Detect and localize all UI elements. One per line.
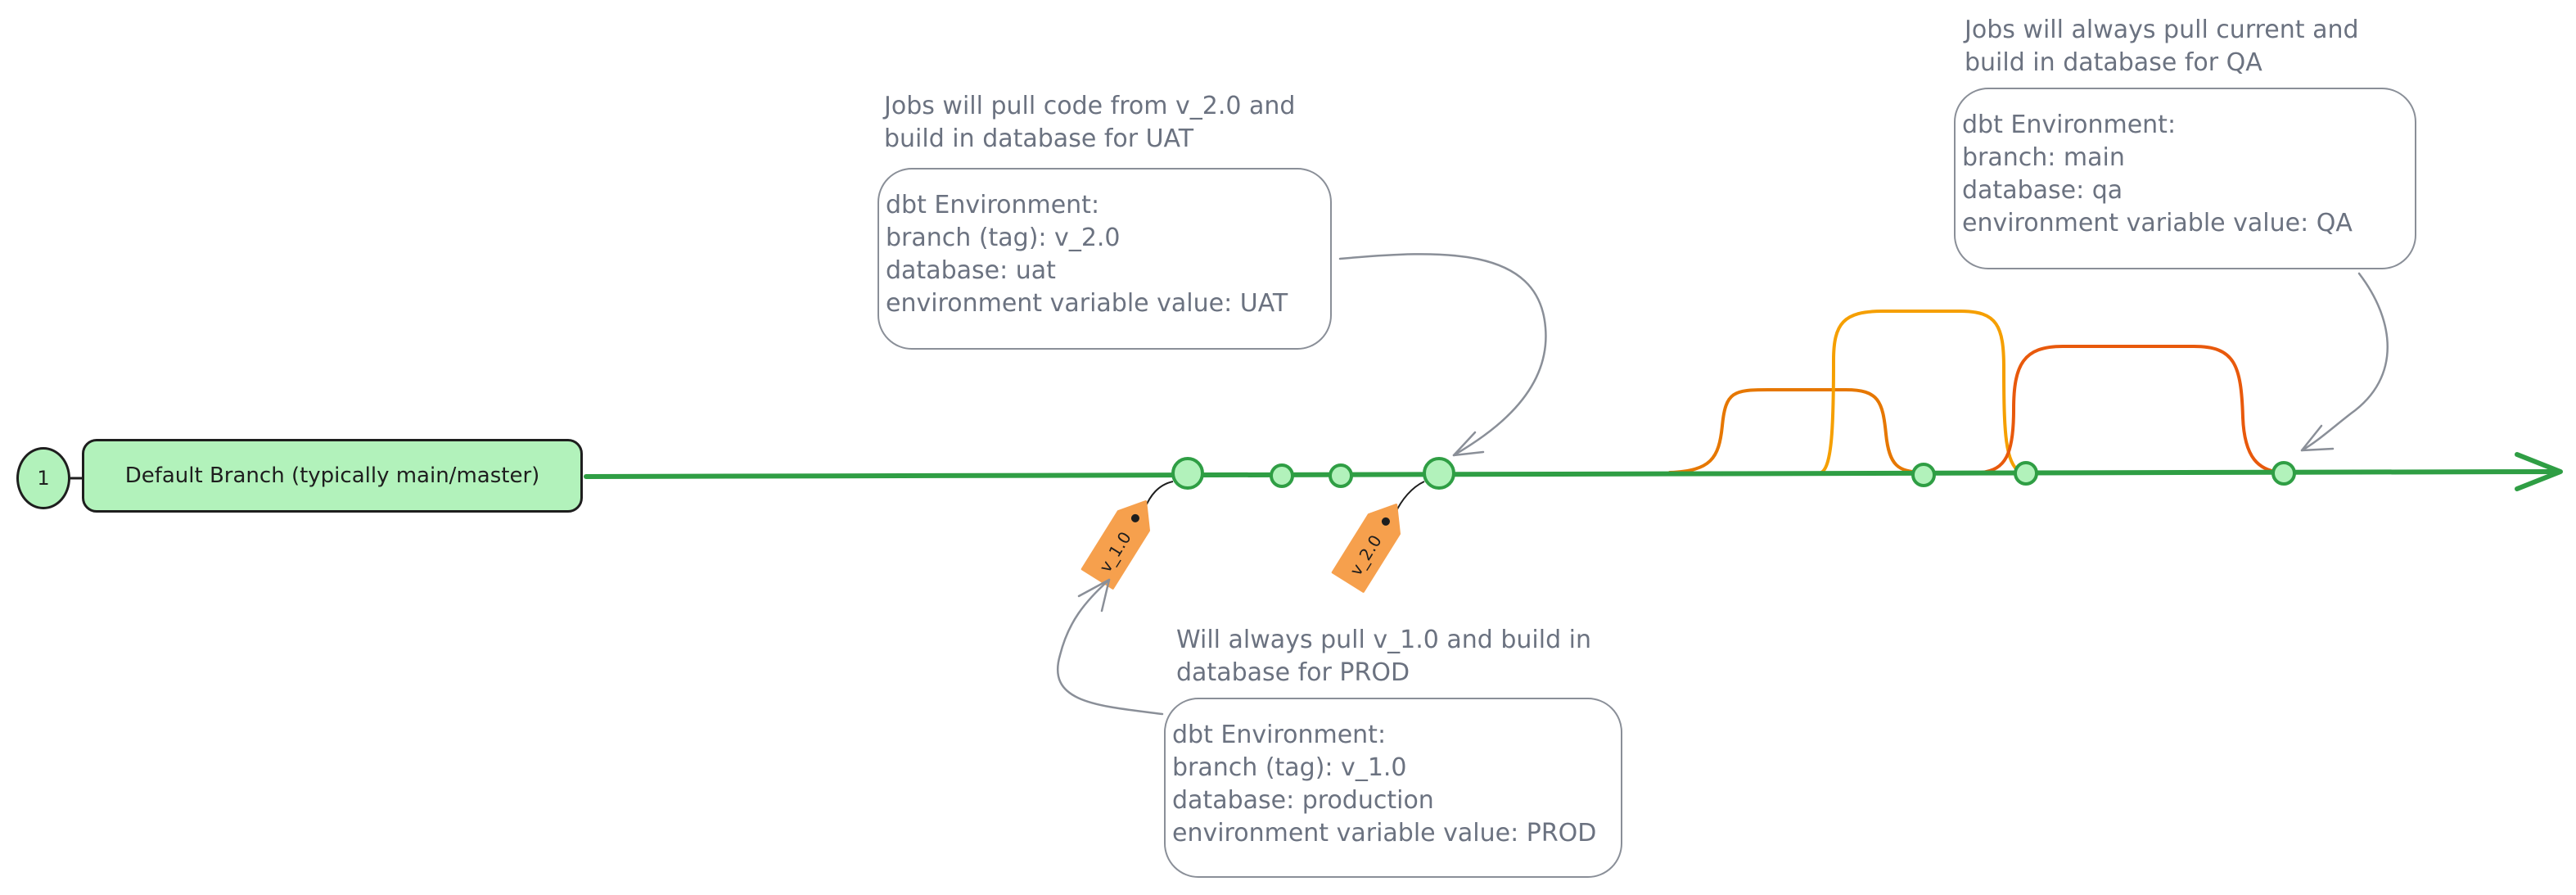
- uat-caption-line: Jobs will pull code from v_2.0 and: [884, 92, 1296, 120]
- uat-annotation-arrowhead: [1452, 431, 1485, 457]
- commit-node-v2: [1423, 457, 1455, 490]
- tag-v1-hole: [1130, 513, 1139, 522]
- tag-v2-shape: [1331, 504, 1401, 593]
- commit-node: [1270, 463, 1294, 488]
- qa-env-line: database: qa: [1962, 176, 2123, 205]
- qa-env-line: dbt Environment:: [1962, 111, 2177, 139]
- branch-number: 1: [37, 467, 50, 490]
- uat-env-line: dbt Environment:: [886, 191, 1100, 219]
- tag-string-v2: [1394, 481, 1425, 515]
- prod-env-line: dbt Environment:: [1172, 721, 1387, 749]
- qa-caption-line: Jobs will always pull current and: [1965, 16, 2359, 44]
- uat-annotation-arrow: [1338, 253, 1547, 457]
- qa-caption-line: build in database for QA: [1965, 48, 2262, 77]
- commit-node-v1: [1171, 457, 1204, 490]
- uat-env-line: branch (tag): v_2.0: [886, 224, 1121, 252]
- prod-env-line: database: production: [1172, 786, 1434, 815]
- commit-node: [1911, 463, 1936, 487]
- tag-v2-hole: [1381, 517, 1390, 526]
- qa-environment-box: dbt Environment: branch: main database: …: [1954, 88, 2416, 269]
- tag-v2: v_2.0: [1331, 504, 1401, 593]
- uat-caption: Jobs will pull code from v_2.0 and build…: [884, 90, 1295, 156]
- uat-caption-line: build in database for UAT: [884, 124, 1194, 153]
- commit-node-latest: [2271, 461, 2296, 486]
- commit-node: [1329, 463, 1353, 488]
- branch-number-badge: 1: [16, 447, 70, 509]
- uat-env-line: database: uat: [886, 256, 1056, 285]
- main-branch-arrowhead: [2515, 452, 2563, 491]
- qa-caption: Jobs will always pull current and build …: [1965, 14, 2359, 79]
- tag-v1: v_1.0: [1080, 500, 1150, 590]
- prod-caption-line: Will always pull v_1.0 and build in: [1176, 626, 1591, 654]
- default-branch-label: Default Branch (typically main/master): [124, 463, 540, 488]
- prod-caption-line: database for PROD: [1176, 658, 1410, 687]
- prod-env-line: branch (tag): v_1.0: [1172, 753, 1407, 782]
- default-branch-box: Default Branch (typically main/master): [82, 439, 583, 513]
- feature-branch-curve-2: [1820, 310, 2022, 474]
- qa-annotation-arrow: [2300, 272, 2389, 452]
- prod-annotation-arrow: [1057, 578, 1164, 716]
- commit-node: [2014, 461, 2038, 486]
- qa-env-line: branch: main: [1962, 143, 2125, 172]
- feature-branch-curve-3: [1979, 345, 2281, 474]
- uat-environment-box: dbt Environment: branch (tag): v_2.0 dat…: [877, 168, 1332, 350]
- prod-annotation-arrowhead: [1077, 578, 1111, 612]
- feature-branch-curve-1: [1668, 388, 1921, 474]
- prod-caption: Will always pull v_1.0 and build in data…: [1176, 624, 1591, 689]
- qa-annotation-arrowhead: [2300, 424, 2335, 452]
- prod-environment-box: dbt Environment: branch (tag): v_1.0 dat…: [1164, 698, 1622, 878]
- qa-env-line: environment variable value: QA: [1962, 209, 2353, 237]
- main-branch-line: [584, 469, 2560, 479]
- prod-env-line: environment variable value: PROD: [1172, 819, 1597, 848]
- uat-env-line: environment variable value: UAT: [886, 289, 1288, 318]
- tag-string-v1: [1144, 481, 1174, 510]
